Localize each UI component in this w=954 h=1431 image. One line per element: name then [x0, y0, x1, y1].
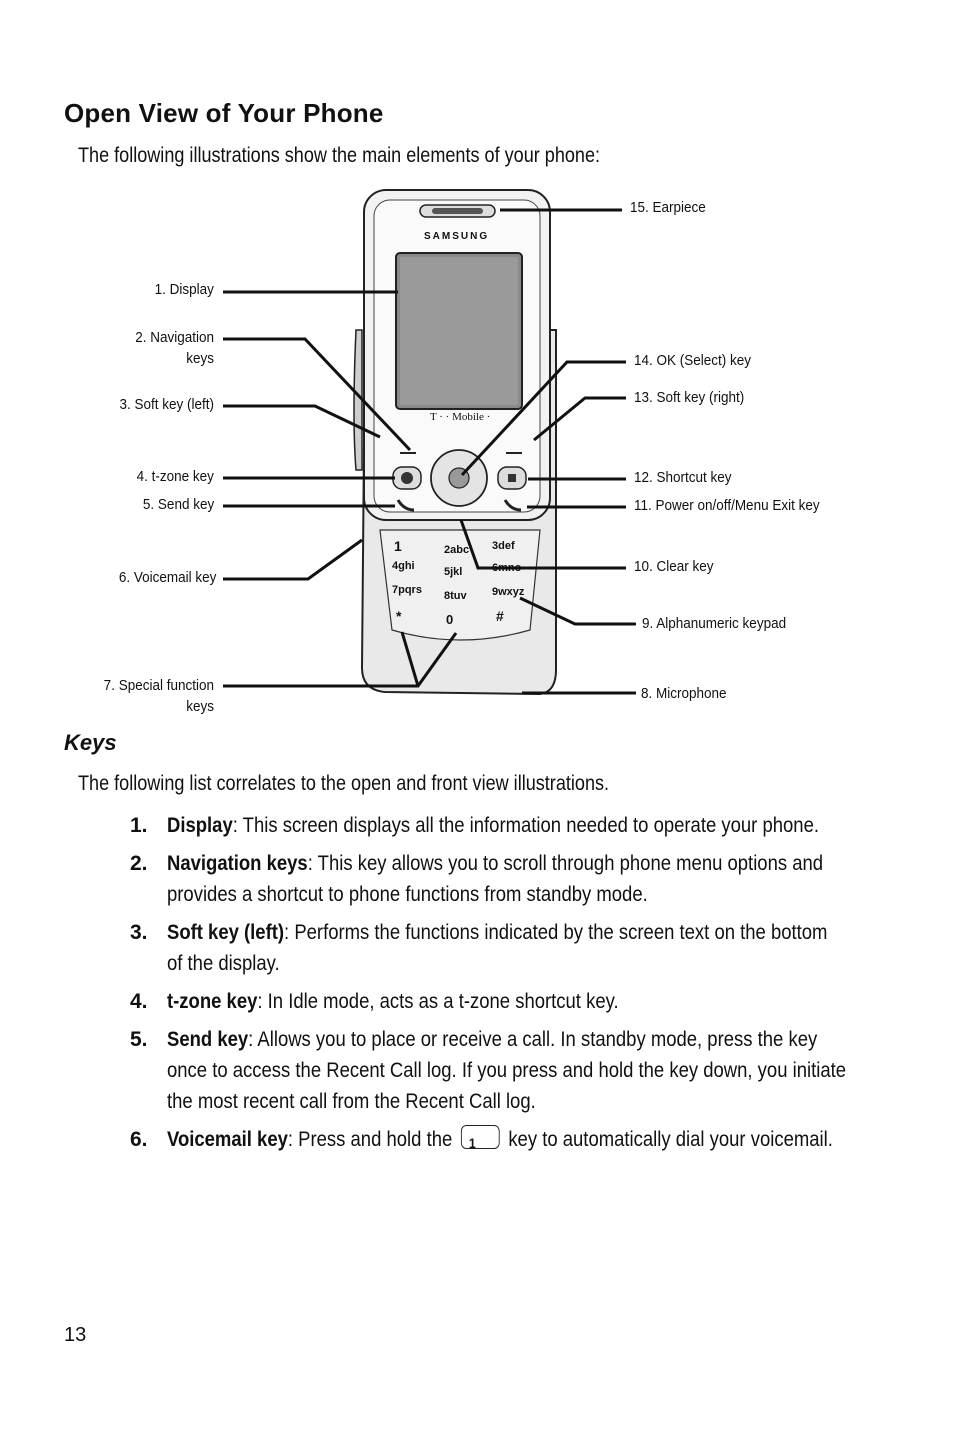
key-2: 2abc [444, 544, 470, 556]
page-number: 13 [64, 1324, 87, 1346]
callout-ok-select-key: 14. OK (Select) key [634, 352, 752, 369]
item-term: Soft key (left) [167, 921, 285, 944]
item-term: Send key [167, 1028, 249, 1051]
list-item: 3. Soft key (left): Performs the functio… [130, 917, 850, 979]
list-item: 4. t-zone key: In Idle mode, acts as a t… [130, 986, 850, 1017]
item-number: 2. [130, 852, 148, 875]
brand-label: SAMSUNG [424, 231, 490, 242]
callout-display: 1. Display [154, 281, 214, 298]
keys-intro: The following list correlates to the ope… [78, 772, 610, 795]
item-text-after: key to automatically dial your voicemail… [508, 1128, 833, 1151]
key-0: 0 [446, 612, 454, 627]
callout-t-zone-key: 4. t-zone key [136, 468, 214, 485]
callout-microphone: 8. Microphone [641, 685, 727, 702]
key-6: 6mno [492, 562, 522, 574]
item-text: : In Idle mode, acts as a t-zone shortcu… [257, 990, 619, 1013]
key-4: 4ghi [392, 560, 415, 572]
callout-power-key: 11. Power on/off/Menu Exit key [634, 497, 820, 514]
voicemail-key-label: 1 [468, 1135, 476, 1151]
phone-drawing [223, 189, 636, 696]
item-number: 1. [130, 814, 148, 837]
key-3: 3def [492, 540, 515, 552]
callout-voicemail-key: 6. Voicemail key [118, 569, 216, 586]
item-number: 6. [130, 1128, 148, 1151]
key-1: 1 [394, 538, 402, 554]
callout-send-key: 5. Send key [142, 496, 214, 513]
item-term: Display [167, 814, 233, 837]
list-item: 2. Navigation keys: This key allows you … [130, 848, 850, 910]
keys-heading: Keys [64, 730, 117, 755]
callout-shortcut-key: 12. Shortcut key [634, 469, 732, 486]
callout-navigation-keys: 2. Navigation keys [115, 327, 214, 369]
keys-list: 1. Display: This screen displays all the… [130, 810, 850, 1162]
key-7: 7pqrs [392, 584, 422, 596]
key-5: 5jkl [444, 566, 463, 578]
callout-soft-key-left: 3. Soft key (left) [119, 396, 214, 413]
list-item: 1. Display: This screen displays all the… [130, 810, 850, 841]
voicemail-key-icon: 1 [460, 1125, 500, 1151]
item-number: 3. [130, 921, 148, 944]
item-text: : Allows you to place or receive a call.… [167, 1028, 847, 1113]
callout-alphanumeric-keypad: 9. Alphanumeric keypad [642, 615, 787, 632]
list-item: 6. Voicemail key: Press and hold the 1 k… [130, 1124, 850, 1155]
item-text-before: : Press and hold the [287, 1128, 453, 1151]
key-hash: # [496, 608, 504, 624]
callout-special-function-keys: 7. Special function keys [88, 675, 214, 717]
key-9: 9wxyz [492, 586, 525, 598]
item-term: Navigation keys [167, 852, 308, 875]
callout-navigation-keys-text: 2. Navigation keys [135, 329, 214, 367]
item-number: 5. [130, 1028, 148, 1051]
intro-text: The following illustrations show the mai… [78, 144, 601, 167]
carrier-label: T · · Mobile · [430, 411, 491, 423]
key-star: * [396, 608, 402, 624]
item-term: Voicemail key [167, 1128, 288, 1151]
item-number: 4. [130, 990, 148, 1013]
callout-clear-key: 10. Clear key [634, 558, 714, 575]
callout-special-function-keys-text: 7. Special function keys [103, 677, 214, 715]
callout-soft-key-right: 13. Soft key (right) [634, 389, 745, 406]
item-term: t-zone key [167, 990, 258, 1013]
list-item: 5. Send key: Allows you to place or rece… [130, 1024, 850, 1117]
item-text: : Performs the functions indicated by th… [167, 921, 828, 975]
item-text: : This key allows you to scroll through … [167, 852, 824, 906]
key-8: 8tuv [444, 590, 467, 602]
item-text: : This screen displays all the informati… [232, 814, 819, 837]
page-heading: Open View of Your Phone [64, 98, 384, 128]
phone-illustration: SAMSUNG T · · Mobile · 1 2abc 3def 4ghi … [0, 180, 954, 720]
callout-earpiece: 15. Earpiece [630, 199, 706, 216]
